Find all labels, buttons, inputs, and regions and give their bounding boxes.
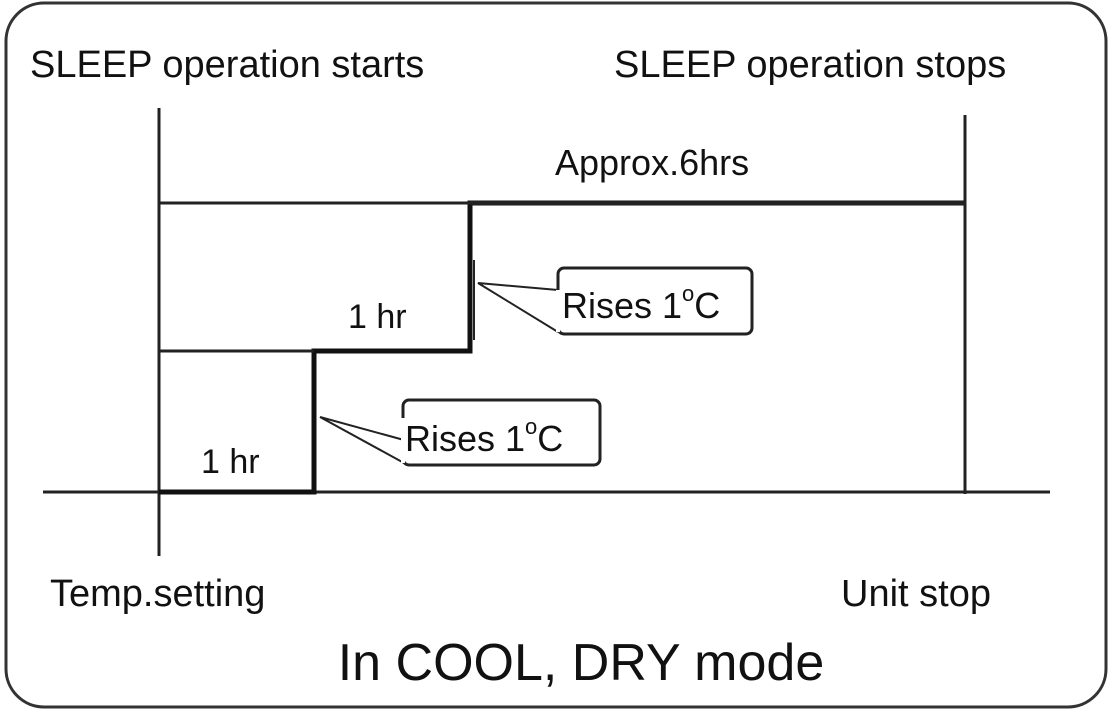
duration-label: Approx.6hrs xyxy=(555,142,749,183)
temp-setting-label: Temp.setting xyxy=(50,573,265,615)
step-upper-label: 1 hr xyxy=(348,298,407,336)
callout-lower-text: Rises 1oC xyxy=(405,414,563,459)
step-lower-label: 1 hr xyxy=(201,443,260,481)
unit-stop-label: Unit stop xyxy=(841,573,991,615)
callout-upper-pointer xyxy=(477,282,559,333)
callout-upper-text: Rises 1oC xyxy=(562,281,720,326)
mode-caption: In COOL, DRY mode xyxy=(338,634,825,692)
start-label: SLEEP operation starts xyxy=(30,44,424,86)
callout-upper: Rises 1oC xyxy=(477,266,754,336)
outer-frame xyxy=(4,1,1108,709)
callout-lower-pointer xyxy=(319,416,405,464)
callout-lower: Rises 1oC xyxy=(319,398,602,467)
stop-label: SLEEP operation stops xyxy=(614,44,1006,86)
